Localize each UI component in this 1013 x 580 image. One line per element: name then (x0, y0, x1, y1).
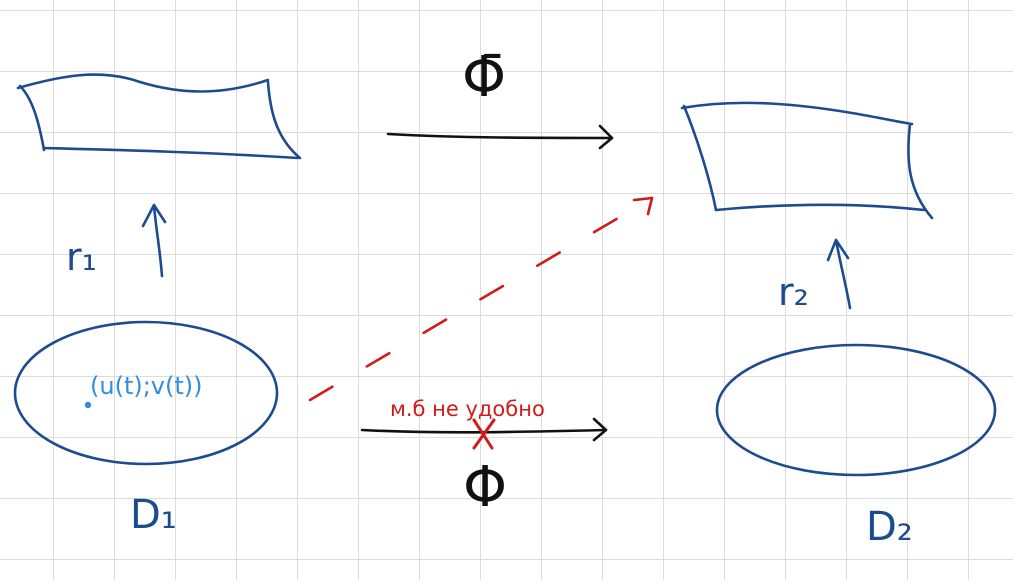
d2-label: D₂ (866, 504, 913, 550)
d1-label: D₁ (130, 492, 177, 538)
surface-right (680, 101, 934, 220)
phi-label: Φ (463, 455, 507, 520)
surface-left (16, 73, 302, 160)
domain-d2-ellipse (715, 343, 997, 477)
composition-dashed-arrow (308, 196, 654, 402)
r1-label: r₁ (66, 235, 97, 279)
point-dot (84, 401, 92, 409)
r1-arrow (141, 203, 167, 278)
point-label: (u(t);v(t)) (90, 372, 203, 400)
cross-mark (472, 418, 496, 450)
r2-arrow (826, 238, 852, 310)
r2-label: r₂ (778, 270, 809, 314)
phi-bar-label: Φ̄ (462, 45, 506, 110)
note-label: м.б не удобно (390, 397, 545, 421)
phi-bar-arrow (386, 124, 614, 150)
domain-d1-ellipse (13, 320, 279, 466)
